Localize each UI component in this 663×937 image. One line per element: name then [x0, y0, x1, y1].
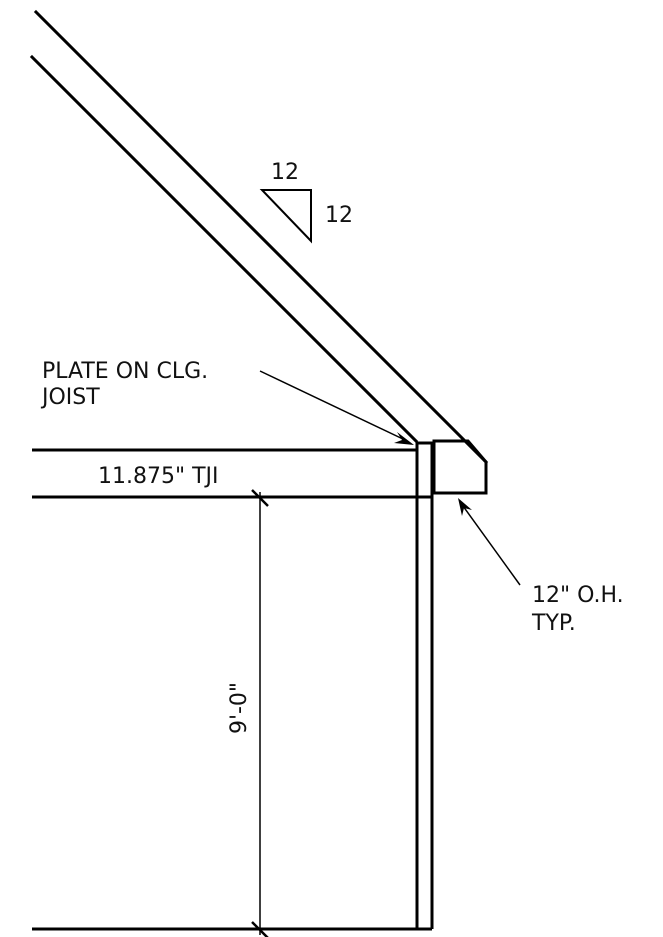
dimension-tick-top — [251, 489, 269, 507]
pitch-triangle-icon — [259, 189, 312, 244]
dimension-tick-bottom — [251, 921, 269, 937]
joist-label: 11.875" TJI — [98, 464, 219, 489]
plate-note-line2: JOIST — [40, 385, 100, 410]
overhang-note: 12" O.H. TYP. — [458, 498, 624, 636]
plate-leader-arrowhead-icon — [394, 432, 414, 445]
plate-leader-line — [259, 370, 406, 441]
fascia-eave — [432, 439, 488, 495]
rafter-top-edge — [33, 9, 489, 465]
height-dimension — [251, 489, 269, 937]
wall-height-dimension-text: 9'-0" — [227, 682, 252, 734]
rafter-bottom-edge — [29, 54, 419, 444]
top-plate — [415, 441, 434, 499]
overhang-note-line2: TYP. — [531, 611, 576, 636]
plate-note-line1: PLATE ON CLG. — [42, 359, 208, 384]
plate-note: PLATE ON CLG. JOIST — [40, 359, 414, 445]
ceiling-joist — [32, 448, 417, 499]
pitch-symbol: 12 12 — [259, 160, 353, 244]
roof-rafter — [29, 9, 489, 465]
pitch-rise-text: 12 — [325, 203, 353, 228]
overhang-note-line1: 12" O.H. — [532, 583, 624, 608]
wall — [415, 443, 434, 929]
overhang-leader-line — [462, 505, 521, 586]
pitch-run-text: 12 — [271, 160, 299, 185]
overhang-leader-arrowhead-icon — [458, 498, 472, 516]
